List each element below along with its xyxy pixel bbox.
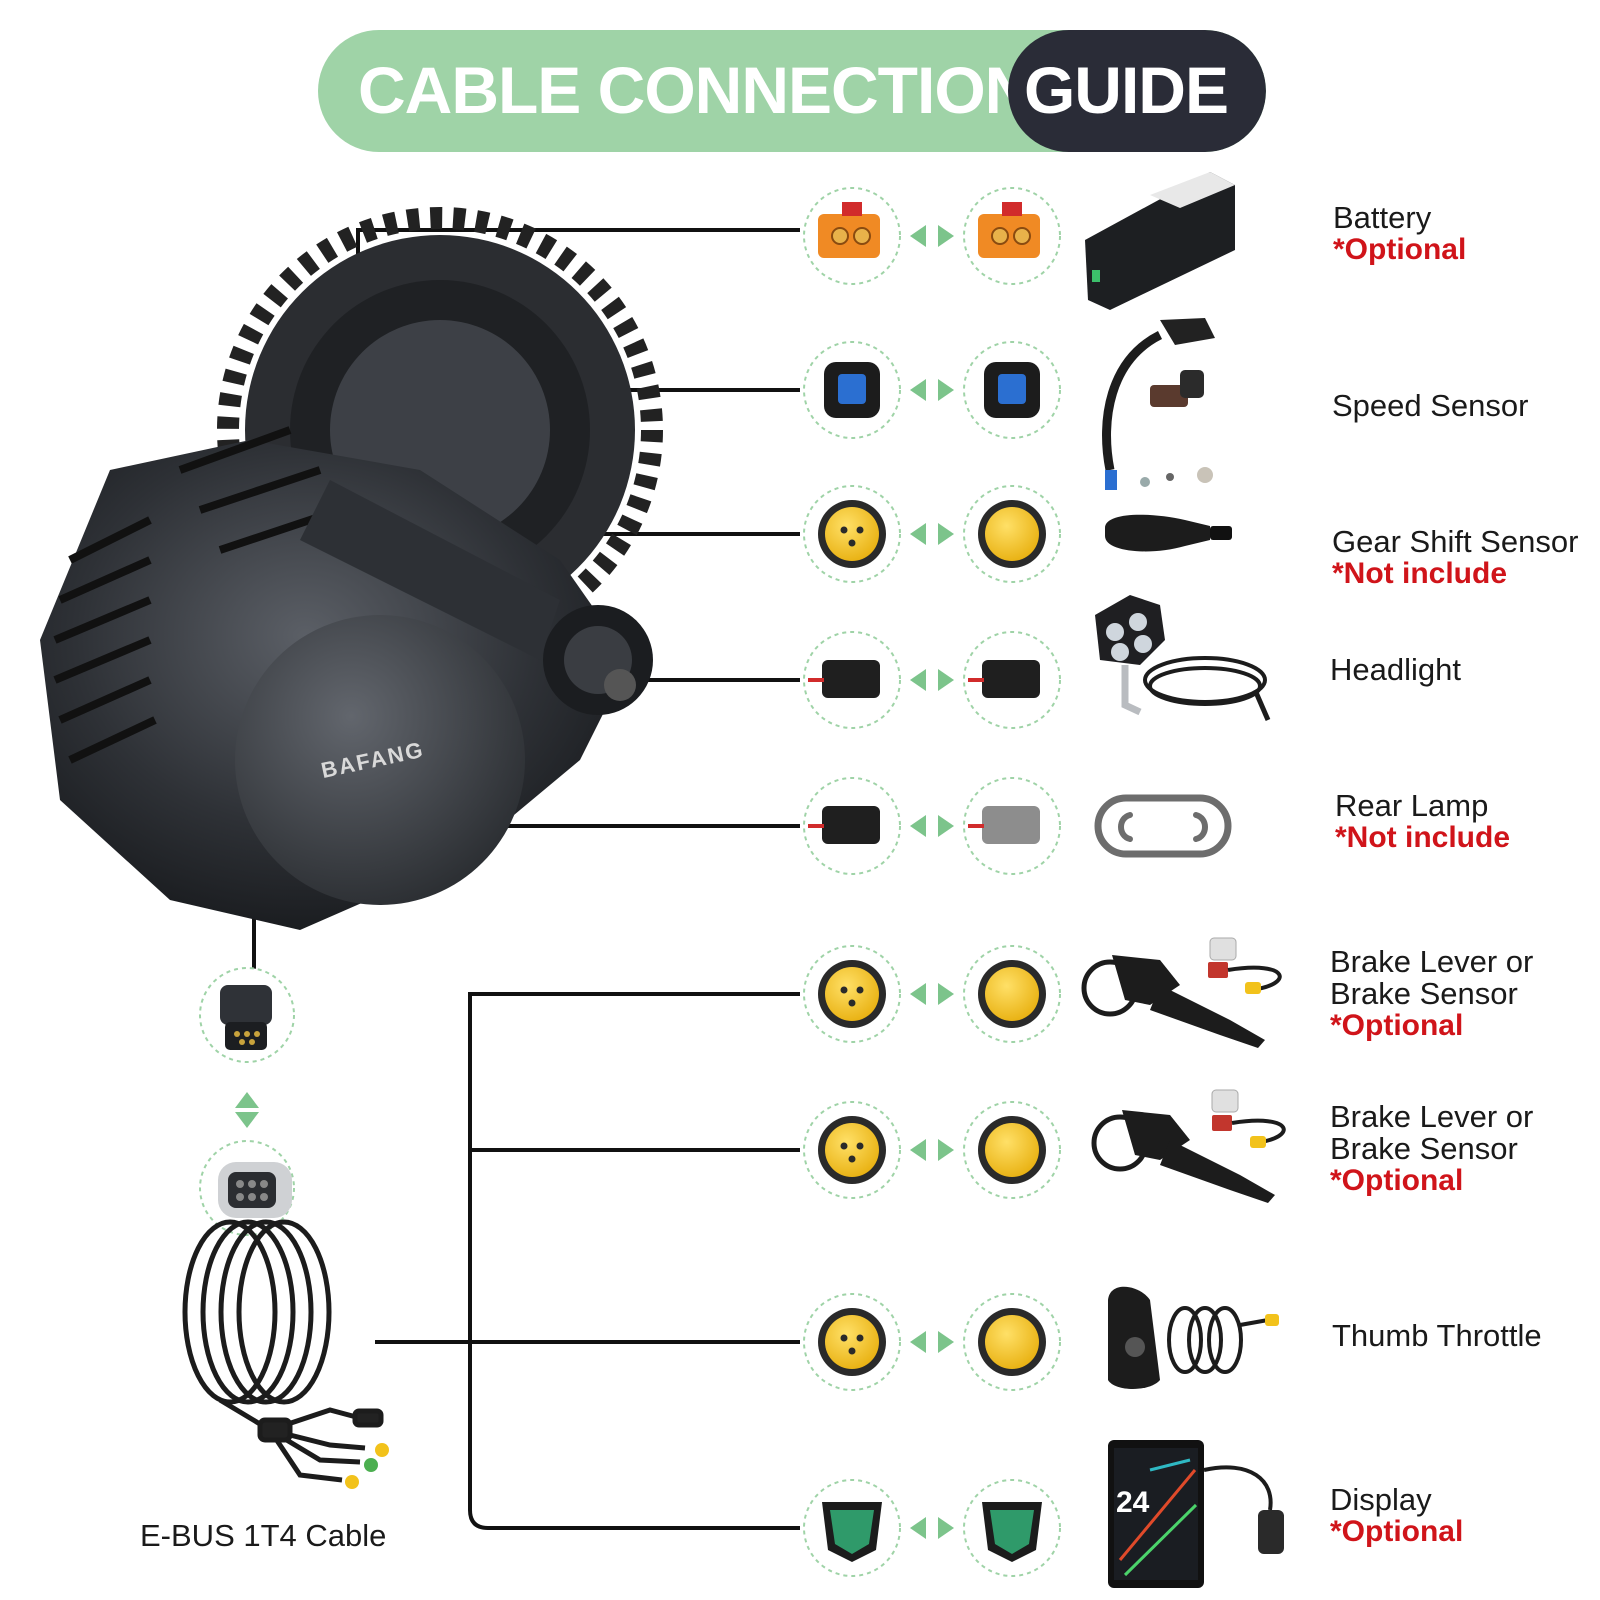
label-display-name: Display [1330,1482,1432,1517]
double-arrow-icon [910,983,954,1005]
title-banner: CABLE CONNECTION GUIDE [318,30,1266,152]
rear-lamp-placeholder-image [1094,794,1232,858]
ebus-vertical-arrow [235,1092,259,1128]
label-rear-lamp: Rear Lamp *Not include [1335,790,1510,854]
connector-right-plug [984,362,1040,418]
double-arrow-icon [910,669,954,691]
label-thumb-throttle-name: Thumb Throttle [1332,1318,1542,1353]
connector-row [803,1293,1061,1391]
label-rear-lamp-name: Rear Lamp [1335,788,1489,823]
label-rear-lamp-note: *Not include [1335,821,1511,854]
label-gear-shift-sensor-name: Gear Shift Sensor [1332,524,1579,559]
connector-left-plug [808,806,880,844]
svg-text:24: 24 [1116,1486,1150,1519]
double-arrow-icon [910,815,954,837]
ebus-female-connector [218,1162,292,1218]
battery-image [1085,172,1235,310]
connector-row [803,341,1061,439]
ebus-1t4-cable-image [182,1219,384,1483]
double-arrow-icon [910,1139,954,1161]
connector-rows [803,187,1061,1577]
ebus-cable-label: E-BUS 1T4 Cable [140,1518,387,1553]
connector-row [803,1479,1061,1577]
ebus-cable-plugs [345,1443,389,1489]
motor-side-cover [235,615,525,905]
ebus-connector-stack [199,967,295,1236]
connector-right-plug [968,660,1040,698]
connector-right-plug [982,1502,1042,1562]
label-display: Display *Optional [1330,1484,1463,1548]
ebus-branch-trunk [468,992,800,1530]
double-arrow-icon [910,225,954,247]
label-brake-1-line2: Brake Sensor [1330,976,1518,1011]
connector-row [803,631,1061,729]
connector-left-plug [818,960,886,1028]
label-speed-sensor: Speed Sensor [1332,390,1528,422]
label-gear-shift-sensor: Gear Shift Sensor *Not include [1332,526,1578,590]
label-brake-2-line2: Brake Sensor [1330,1131,1518,1166]
ebus-male-connector [220,985,272,1050]
title-part2: GUIDE [1023,53,1229,127]
connector-right-plug [968,806,1040,844]
brake-lever-image-2 [1091,1089,1286,1203]
wires [252,228,800,1530]
label-gear-shift-sensor-note: *Not include [1332,557,1508,590]
connector-right-plug [978,1308,1046,1376]
label-brake-1: Brake Lever or Brake Sensor *Optional [1330,946,1533,1042]
connector-left-plug [818,1308,886,1376]
connector-right-plug [978,202,1040,258]
gear-shift-sensor-image [1105,514,1232,552]
label-brake-1-note: *Optional [1330,1009,1464,1042]
connector-right-plug [978,960,1046,1028]
brake-lever-image-1 [1081,937,1282,1048]
connector-row [803,1101,1061,1199]
label-battery-name: Battery [1333,200,1432,235]
display-image: 24 [1108,1440,1284,1588]
title-part1: CABLE CONNECTION [358,53,1032,127]
headlight-image [1095,595,1271,721]
label-battery: Battery *Optional [1333,202,1466,266]
bafang-motor-image: BAFANG [40,207,663,930]
label-brake-2-note: *Optional [1330,1164,1464,1197]
connector-right-plug [978,1116,1046,1184]
label-battery-note: *Optional [1333,233,1467,266]
double-arrow-icon [910,1331,954,1353]
connector-row [803,485,1061,583]
label-display-note: *Optional [1330,1515,1464,1548]
connector-left-plug [822,1502,882,1562]
title-banner-dark: GUIDE [1008,30,1266,152]
thumb-throttle-image [1108,1286,1279,1389]
connector-left-plug [824,362,880,418]
connector-row [803,945,1061,1043]
label-brake-1-line1: Brake Lever or [1330,944,1534,979]
double-arrow-icon [910,523,954,545]
connector-row [803,777,1061,875]
label-thumb-throttle: Thumb Throttle [1332,1320,1542,1352]
double-arrow-icon [910,1517,954,1539]
label-speed-sensor-name: Speed Sensor [1332,388,1529,423]
connector-left-plug [818,1116,886,1184]
connector-right-plug [978,500,1046,568]
label-brake-2: Brake Lever or Brake Sensor *Optional [1330,1101,1533,1197]
connector-left-plug [818,202,880,258]
label-brake-2-line1: Brake Lever or [1330,1099,1534,1134]
label-headlight: Headlight [1330,654,1461,686]
connector-row [803,187,1061,285]
label-headlight-name: Headlight [1330,652,1461,687]
speed-sensor-image [1102,318,1215,490]
connector-left-plug [808,660,880,698]
connector-left-plug [818,500,886,568]
double-arrow-icon [910,379,954,401]
